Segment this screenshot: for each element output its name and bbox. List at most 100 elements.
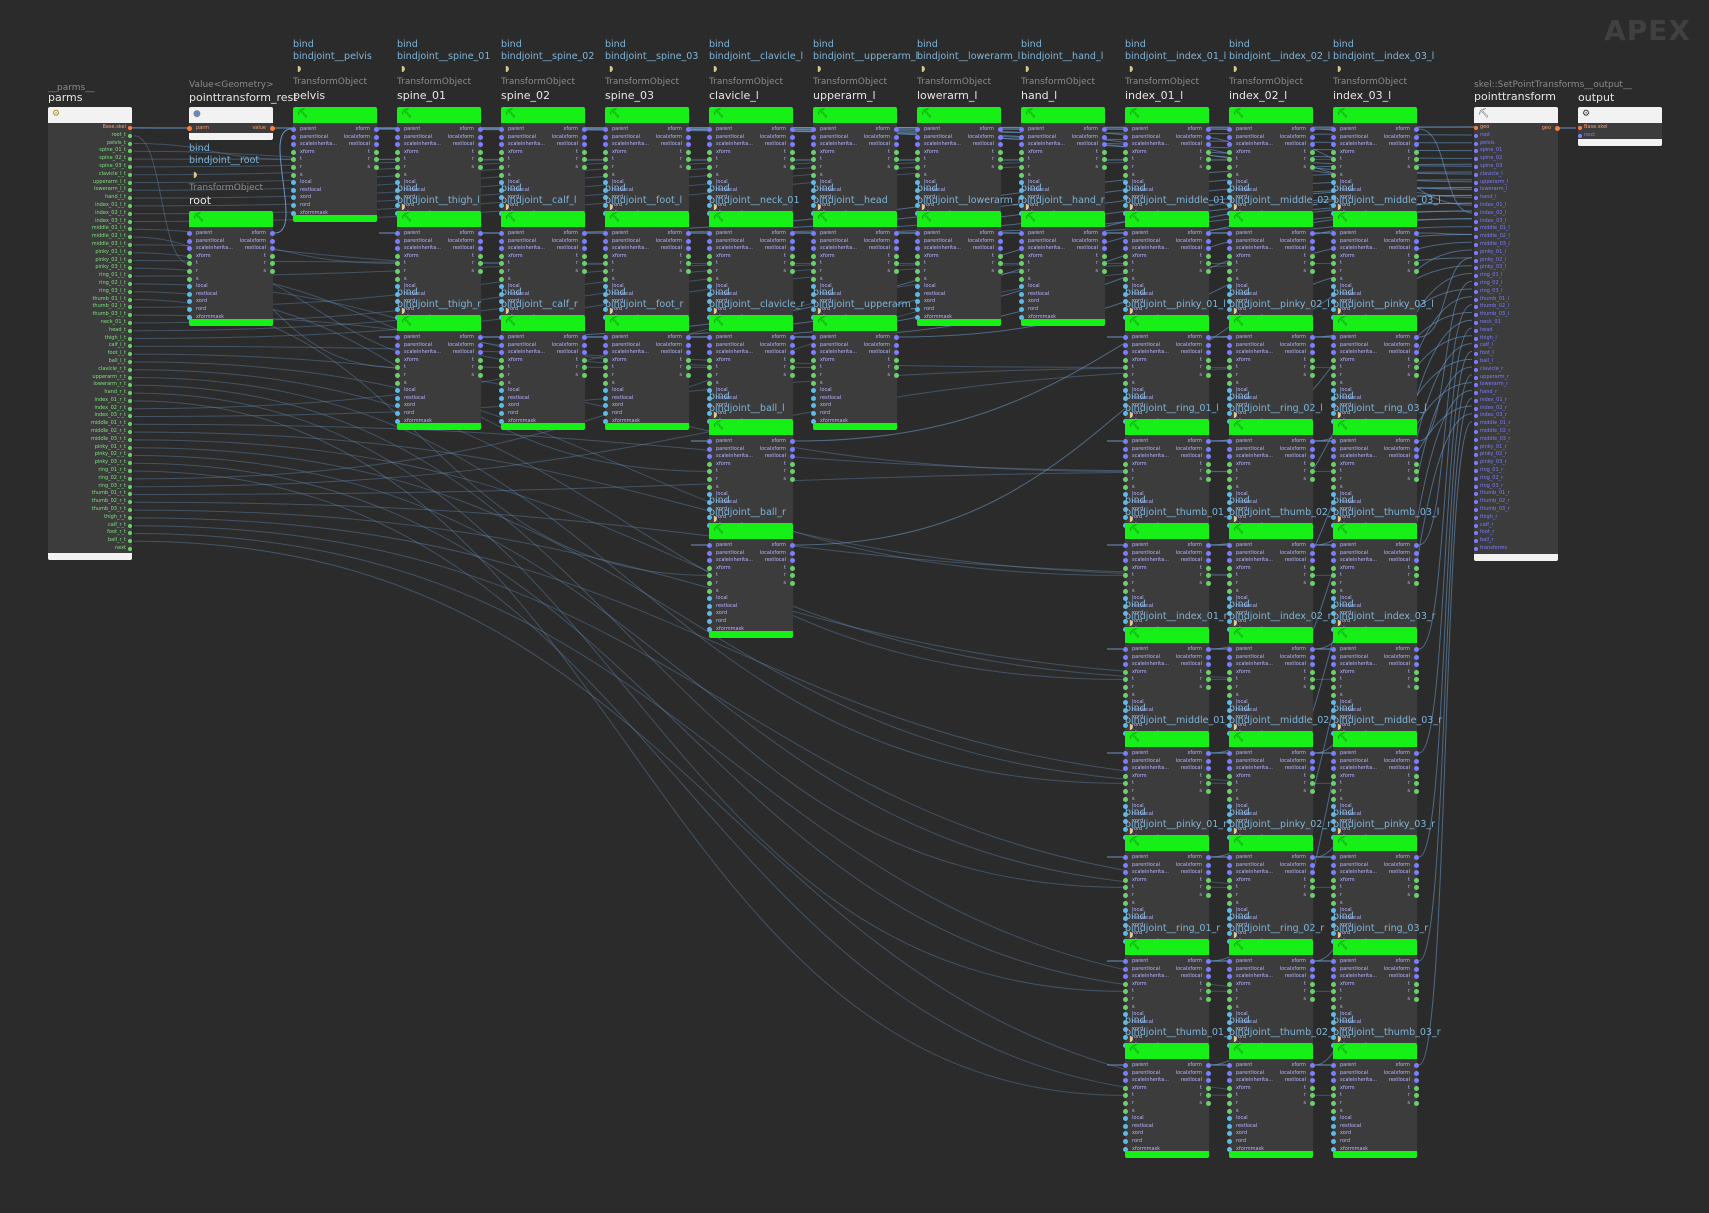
- node-header[interactable]: ⛏: [397, 107, 481, 123]
- port-dot[interactable]: [1019, 157, 1024, 163]
- port-dot[interactable]: [1123, 707, 1128, 713]
- port-dot[interactable]: [1310, 989, 1315, 995]
- input-port-local[interactable]: local: [1331, 283, 1352, 290]
- output-port-restlocal[interactable]: restlocal: [1181, 453, 1211, 460]
- output-port-xform[interactable]: xform: [1187, 542, 1211, 549]
- setpoints-input-port[interactable]: index_02_r: [1474, 405, 1511, 413]
- input-port-scaleinherita[interactable]: scaleinherita...: [1123, 245, 1169, 252]
- input-port-restlocal[interactable]: restlocal: [707, 603, 737, 610]
- output-input-port[interactable]: Base.skel: [1578, 124, 1608, 132]
- input-port-s[interactable]: s: [915, 276, 927, 283]
- input-port-r[interactable]: r: [1123, 788, 1134, 795]
- port-dot[interactable]: [1331, 195, 1336, 201]
- input-port-scaleinherita[interactable]: scaleinherita...: [1227, 869, 1273, 876]
- port-dot[interactable]: [1019, 307, 1024, 312]
- output-port-localxform[interactable]: localxform: [864, 134, 899, 141]
- port-dot[interactable]: [1227, 246, 1232, 252]
- port-dot[interactable]: [1227, 172, 1232, 178]
- port-dot[interactable]: [1310, 543, 1315, 548]
- port-dot[interactable]: [1310, 1085, 1315, 1091]
- port-dot[interactable]: [1331, 149, 1336, 155]
- port-dot[interactable]: [707, 395, 712, 401]
- port-dot[interactable]: [1102, 165, 1107, 170]
- output-port-xform[interactable]: xform: [1395, 126, 1419, 133]
- setpoints-input-port[interactable]: thumb_03_r: [1474, 506, 1511, 514]
- port-dot[interactable]: [1331, 573, 1336, 579]
- input-port-local[interactable]: local: [1227, 1115, 1248, 1122]
- port-dot[interactable]: [790, 238, 795, 244]
- parm-output-port[interactable]: index_01_l_t: [91, 202, 132, 210]
- port-dot[interactable]: [1227, 596, 1232, 602]
- node-header[interactable]: ⛏: [1021, 107, 1105, 123]
- input-port-parent[interactable]: parent: [1227, 646, 1252, 653]
- node-header[interactable]: ⛏: [1125, 211, 1209, 227]
- input-port-xord[interactable]: xord: [499, 194, 519, 201]
- port-dot[interactable]: [1123, 796, 1128, 802]
- input-port-t[interactable]: t: [707, 572, 718, 579]
- port-dot[interactable]: [1206, 669, 1211, 675]
- port-dot[interactable]: [707, 588, 712, 594]
- port-dot[interactable]: [499, 284, 504, 290]
- port-dot[interactable]: [1123, 350, 1128, 356]
- input-port-t[interactable]: t: [1227, 260, 1238, 267]
- port-dot[interactable]: [187, 314, 192, 320]
- output-port-r[interactable]: r: [1408, 156, 1419, 163]
- output-port-r[interactable]: r: [1200, 364, 1211, 371]
- input-port-local[interactable]: local: [1123, 1011, 1144, 1018]
- port-dot[interactable]: [1206, 997, 1211, 1002]
- input-port-r[interactable]: r: [291, 164, 302, 171]
- node-header[interactable]: ⛏: [1333, 939, 1417, 955]
- setpoints-input-port[interactable]: foot_r: [1474, 529, 1511, 537]
- port-dot[interactable]: [1123, 619, 1128, 624]
- port-dot[interactable]: [1227, 900, 1232, 906]
- input-port-t[interactable]: t: [1123, 676, 1134, 683]
- port-dot[interactable]: [395, 142, 400, 148]
- input-port-local[interactable]: local: [603, 387, 624, 394]
- input-port-s[interactable]: s: [811, 276, 823, 283]
- port-dot[interactable]: [582, 165, 587, 170]
- output-port-t[interactable]: t: [1200, 1085, 1211, 1092]
- port-dot[interactable]: [1206, 342, 1211, 348]
- output-port-s[interactable]: s: [991, 268, 1003, 275]
- port-dot[interactable]: [790, 335, 795, 340]
- input-port-local[interactable]: local: [1227, 907, 1248, 914]
- port-dot[interactable]: [1310, 647, 1315, 652]
- port-dot[interactable]: [1227, 908, 1232, 914]
- input-port-parent[interactable]: parent: [1123, 542, 1148, 549]
- output-port-localxform[interactable]: localxform: [1280, 342, 1315, 349]
- node-header[interactable]: ⛏: [501, 211, 585, 227]
- port-dot[interactable]: [1414, 654, 1419, 660]
- port-dot[interactable]: [790, 365, 795, 371]
- output-port-t[interactable]: t: [472, 357, 483, 364]
- input-port-parentlocal[interactable]: parentlocal: [1227, 966, 1264, 973]
- input-port-rord[interactable]: rord: [395, 410, 414, 417]
- input-port-xform[interactable]: xform: [1331, 877, 1355, 884]
- output-port-s[interactable]: s: [887, 372, 899, 379]
- output-port-r[interactable]: r: [992, 156, 1003, 163]
- input-port-local[interactable]: local: [1123, 907, 1144, 914]
- port-dot[interactable]: [1206, 1085, 1211, 1091]
- port-dot[interactable]: [707, 335, 712, 340]
- port-dot[interactable]: [1123, 411, 1128, 416]
- port-dot[interactable]: [1414, 454, 1419, 460]
- output-port-localxform[interactable]: localxform: [1280, 238, 1315, 245]
- port-dot[interactable]: [1331, 127, 1336, 132]
- input-port-restlocal[interactable]: restlocal: [1331, 915, 1361, 922]
- output-port-s[interactable]: s: [679, 268, 691, 275]
- port-dot[interactable]: [811, 373, 816, 378]
- input-port-rord[interactable]: rord: [1123, 410, 1142, 417]
- port-dot[interactable]: [1123, 203, 1128, 208]
- output-port-s[interactable]: s: [1407, 372, 1419, 379]
- port-dot[interactable]: [1227, 357, 1232, 363]
- input-port-rord[interactable]: rord: [1227, 1138, 1246, 1145]
- port-dot[interactable]: [1206, 373, 1211, 378]
- port-dot[interactable]: [686, 373, 691, 378]
- port-dot[interactable]: [1206, 959, 1211, 964]
- port-dot[interactable]: [1331, 662, 1336, 668]
- port-dot[interactable]: [1227, 923, 1232, 929]
- port-dot[interactable]: [1414, 342, 1419, 348]
- node-header[interactable]: ⛏: [605, 107, 689, 123]
- input-port-xord[interactable]: xord: [1227, 1026, 1247, 1033]
- port-dot[interactable]: [1123, 550, 1128, 556]
- port-dot[interactable]: [1206, 766, 1211, 772]
